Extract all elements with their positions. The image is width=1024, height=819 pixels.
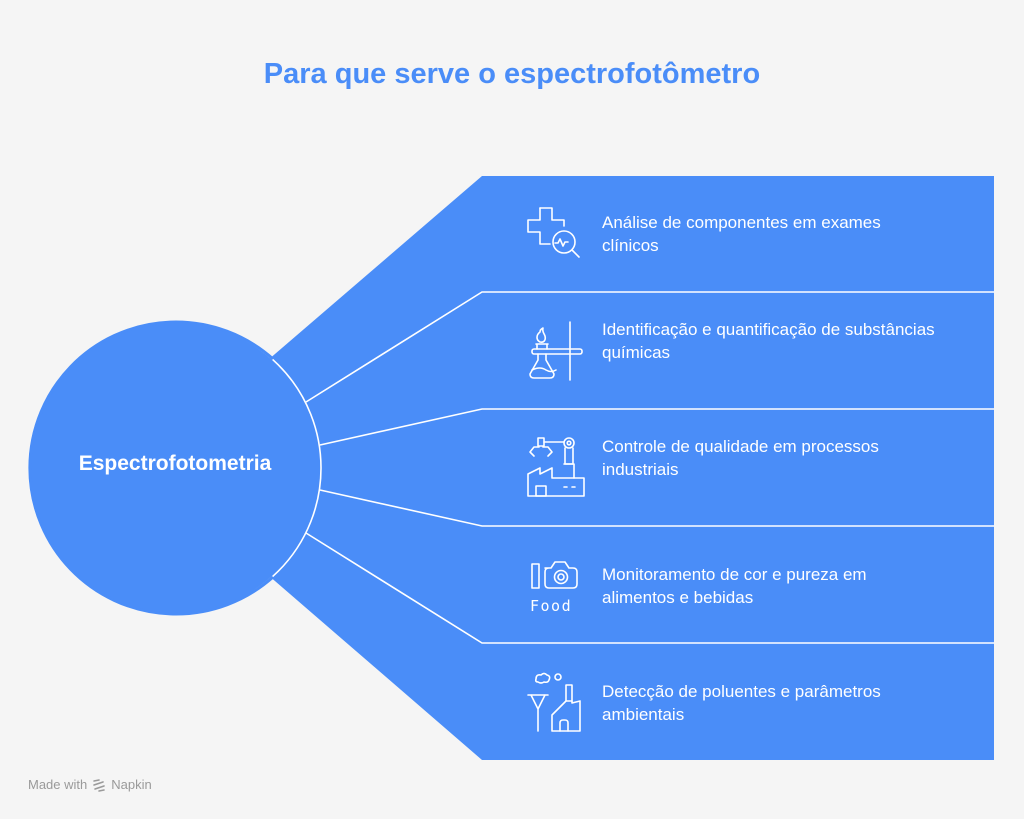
page-title: Para que serve o espectrofotômetro [263, 58, 761, 90]
chemistry-flask-burner-icon [529, 321, 583, 381]
svg-text:Food: Food [530, 597, 572, 615]
food-camera-icon: Food [530, 561, 578, 615]
item-text-2: Identificação e quantificação de substân… [602, 320, 935, 362]
separator-3 [319, 489, 994, 527]
napkin-brand[interactable]: Napkin [111, 777, 152, 792]
separator-1 [305, 291, 994, 403]
item-text-5: Detecção de poluentes e parâmetros ambie… [602, 682, 881, 724]
separator-4 [305, 532, 994, 644]
footer: Made with Napkin [28, 777, 152, 792]
made-with-label: Made with [28, 777, 88, 792]
item-text-4: Monitoramento de cor e pureza em aliment… [602, 565, 867, 607]
item-text-3: Controle de qualidade em processos indus… [602, 437, 879, 479]
center-label: Espectrofotometria [78, 452, 272, 475]
napkin-logo-icon [93, 778, 106, 792]
factory-robot-arm-icon [527, 437, 585, 497]
pollution-factory-icon [527, 672, 581, 732]
separator-2 [319, 408, 994, 446]
fan-panel [268, 176, 994, 760]
medical-analysis-icon [527, 207, 580, 258]
item-text-1: Análise de componentes em exames clínico… [602, 213, 881, 255]
separators [305, 291, 994, 644]
